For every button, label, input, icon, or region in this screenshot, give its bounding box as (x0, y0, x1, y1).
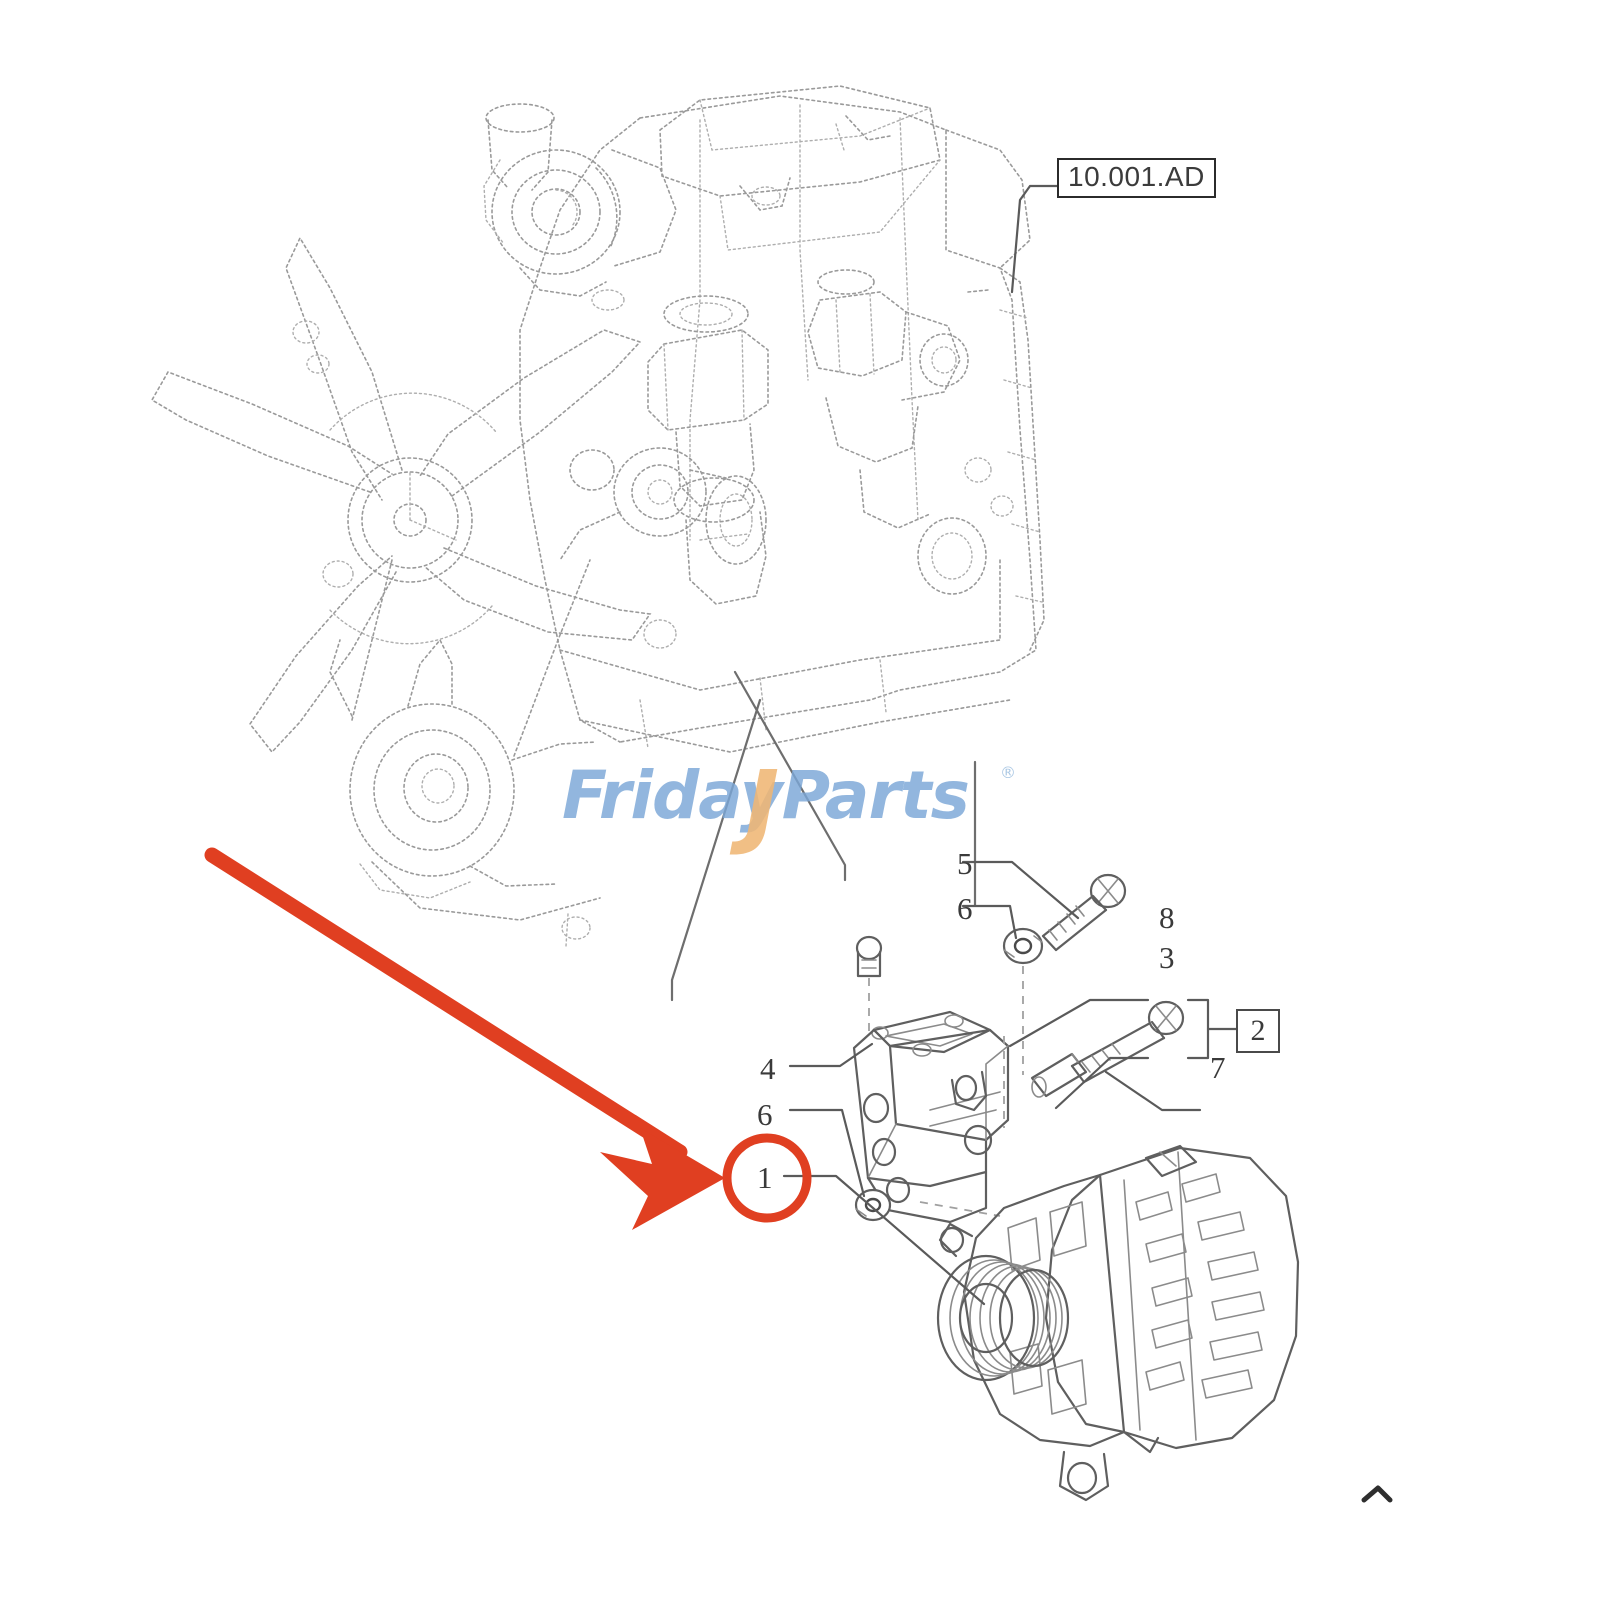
callout-7[interactable]: 7 (1210, 1050, 1226, 1085)
part-5-bolt (1041, 873, 1127, 952)
part-6-washer-upper (1002, 927, 1044, 965)
part-8-mounting-bracket (852, 1010, 1010, 1224)
part-6-washer-lower (854, 1188, 892, 1222)
belt-tensioner-pulley (329, 559, 601, 921)
reference-label-10-001-AD[interactable]: 10.001.AD (1057, 158, 1216, 198)
alternator-pulley (936, 1254, 1070, 1382)
callout-1-highlighted[interactable]: 1 (757, 1160, 773, 1195)
air-compressor (647, 295, 769, 605)
fuel-rail-valvetrain (739, 115, 987, 595)
leader-1 (782, 1174, 986, 1306)
leader-3 (1054, 1056, 1150, 1110)
callout-6-lower[interactable]: 6 (757, 1097, 773, 1132)
leader-reference-label (1010, 184, 1059, 294)
engine-fasteners (292, 320, 1014, 947)
callout-8[interactable]: 8 (1159, 900, 1175, 935)
leader-8 (1008, 998, 1150, 1048)
leader-6-upper (961, 904, 1018, 940)
callout-5[interactable]: 5 (957, 846, 973, 881)
callout-4[interactable]: 4 (760, 1051, 776, 1086)
part-1-alternator (936, 1144, 1300, 1502)
assembly-group-box-2[interactable]: 2 (1236, 1009, 1280, 1053)
leader-6-lower (788, 1108, 866, 1198)
leader-from-engine-b (670, 698, 762, 1002)
red-highlight-circle (722, 1133, 812, 1223)
turbocharger (483, 103, 677, 311)
accessory-pulleys (559, 447, 767, 565)
leader-5 (961, 860, 1080, 920)
leader-from-engine-a (733, 670, 847, 882)
callout-3[interactable]: 3 (1159, 940, 1175, 975)
part-4-stud (855, 935, 883, 1035)
red-arrow (204, 847, 725, 1230)
cooling-fan (150, 236, 652, 754)
leader-4 (788, 1042, 874, 1068)
rear-flange (967, 267, 1045, 651)
part-7-spacer-bushing (1030, 1052, 1088, 1098)
leader-7 (1104, 1070, 1202, 1112)
callout-6-upper[interactable]: 6 (957, 891, 973, 926)
engine-block-outline (519, 85, 1037, 753)
part-3-bolt-long (1070, 1000, 1185, 1084)
